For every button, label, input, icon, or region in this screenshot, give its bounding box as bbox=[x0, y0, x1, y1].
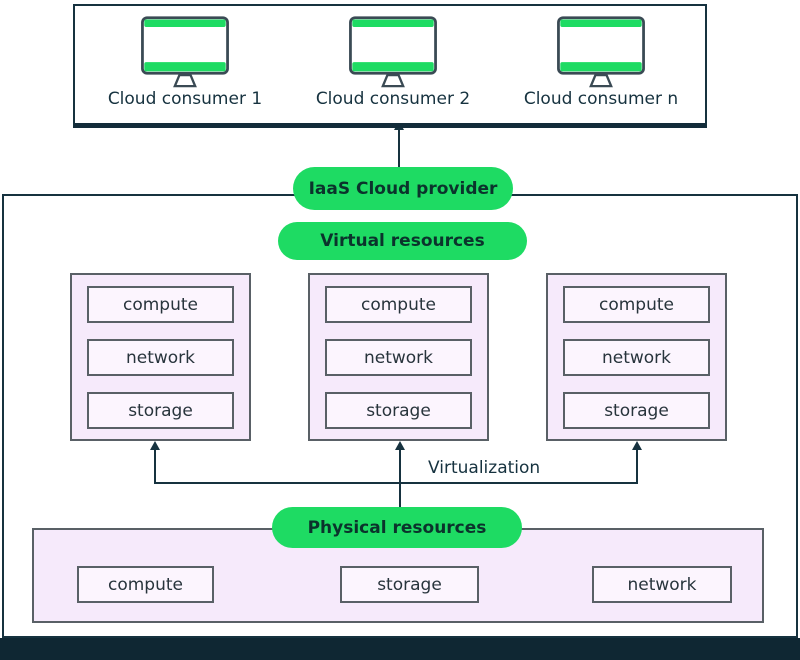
arrowhead-up-icon bbox=[150, 441, 160, 450]
resource-box-compute: compute bbox=[325, 286, 472, 323]
arrowhead-up-icon bbox=[395, 441, 405, 450]
monitor-icon bbox=[349, 16, 437, 88]
virtualization-label: Virtualization bbox=[428, 458, 541, 478]
virtualization-stub-right bbox=[636, 449, 638, 483]
arrowhead-up-icon bbox=[632, 441, 642, 450]
virtual-group-2: compute network storage bbox=[308, 273, 489, 441]
resource-box-storage: storage bbox=[340, 566, 479, 603]
resource-box-compute: compute bbox=[563, 286, 710, 323]
monitor-icon bbox=[557, 16, 645, 88]
consumer-provider-line bbox=[398, 129, 400, 168]
iaas-provider-pill: IaaS Cloud provider bbox=[293, 167, 513, 210]
cloud-consumers-box: Cloud consumer 1 Cloud consumer 2 Cloud … bbox=[73, 4, 707, 128]
physical-provider-line bbox=[399, 484, 401, 508]
consumer-label: Cloud consumer 1 bbox=[107, 89, 263, 109]
resource-box-network: network bbox=[592, 566, 732, 603]
cloud-consumer-n: Cloud consumer n bbox=[501, 14, 701, 109]
physical-resources-pill: Physical resources bbox=[272, 507, 522, 548]
consumer-label: Cloud consumer n bbox=[523, 89, 679, 109]
cloud-consumer-2: Cloud consumer 2 bbox=[293, 14, 493, 109]
resource-box-storage: storage bbox=[563, 392, 710, 429]
virtualization-hline bbox=[154, 482, 638, 484]
monitor-icon bbox=[141, 16, 229, 88]
resource-box-network: network bbox=[87, 339, 234, 376]
resource-box-network: network bbox=[325, 339, 472, 376]
bottom-bar bbox=[0, 638, 800, 660]
virtualization-stub-left bbox=[154, 449, 156, 483]
virtualization-stub-middle bbox=[399, 449, 401, 483]
resource-box-storage: storage bbox=[325, 392, 472, 429]
virtual-group-3: compute network storage bbox=[546, 273, 727, 441]
cloud-consumer-1: Cloud consumer 1 bbox=[85, 14, 285, 109]
consumer-label: Cloud consumer 2 bbox=[315, 89, 471, 109]
virtual-group-1: compute network storage bbox=[70, 273, 251, 441]
resource-box-compute: compute bbox=[87, 286, 234, 323]
resource-box-network: network bbox=[563, 339, 710, 376]
resource-box-storage: storage bbox=[87, 392, 234, 429]
virtual-resources-pill: Virtual resources bbox=[278, 222, 527, 260]
resource-box-compute: compute bbox=[77, 566, 214, 603]
